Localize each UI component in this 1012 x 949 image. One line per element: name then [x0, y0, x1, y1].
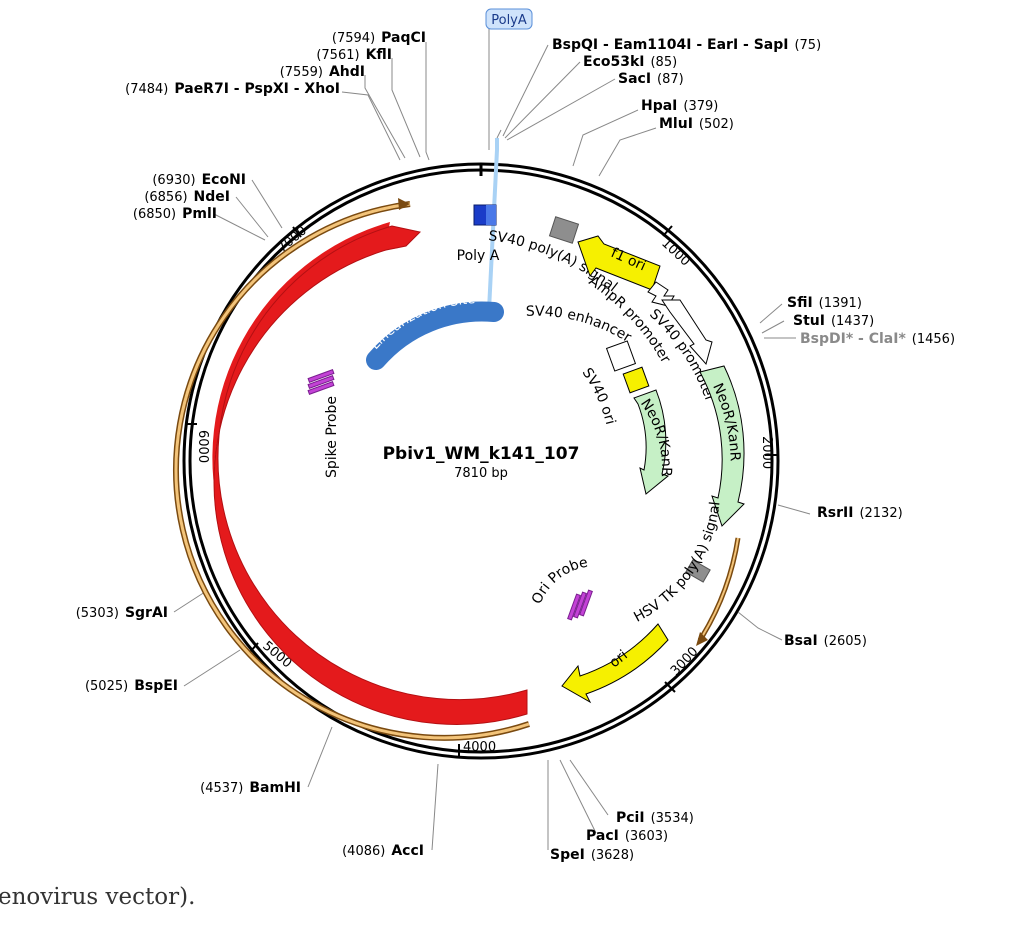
neor-outer-arrow — [699, 365, 745, 527]
neor-inner-arrow — [633, 389, 670, 495]
map-subtitle: 7810 bp — [454, 466, 508, 481]
site-pcii: PciI(3534) — [616, 810, 694, 826]
site-rsrii: RsrII(2132) — [817, 505, 903, 521]
site-spei: SpeI(3628) — [550, 847, 634, 863]
tick-label-6000: 6000 — [195, 430, 210, 463]
site-bamhi: (4537)BamHI — [200, 780, 301, 796]
tick-label-3000: 3000 — [668, 644, 702, 678]
site-kfli: (7561)KflI — [316, 47, 392, 63]
hsv-tk-label: HSV TK poly(A) signal — [631, 501, 723, 626]
site-saci: SacI(87) — [618, 71, 684, 87]
tick-label-2000: 2000 — [759, 436, 774, 469]
spike-probe-icon — [307, 369, 335, 395]
ori-arrow — [561, 623, 669, 704]
poly-a-label: Poly A — [457, 248, 500, 264]
linearization-site: Linearization Site — [366, 292, 504, 370]
sv40-ori-box — [622, 366, 650, 394]
spike-label: Spike (omicron) — [251, 408, 293, 524]
site-leader-lines — [173, 42, 811, 851]
site-paer7i-pspxi-xhoi: (7484)PaeR7I - PspXI - XhoI — [125, 81, 340, 97]
site-pmli: (6850)PmlI — [133, 206, 217, 222]
site-paqci: (7594)PaqCI — [332, 30, 426, 46]
site-sfii: SfiI(1391) — [787, 295, 862, 311]
polya-tag-label: PolyA — [491, 13, 527, 28]
polya-marker: PolyA — [485, 8, 533, 311]
site-bsai: BsaI(2605) — [784, 633, 867, 649]
map-title: Pbiv1_WM_k141_107 — [383, 444, 580, 464]
spike-probe-label: Spike Probe — [324, 396, 340, 478]
f1-ori-arrow — [577, 235, 661, 291]
sv40-polya-box — [548, 216, 580, 244]
ori-probe-icon — [567, 589, 593, 621]
site-ahdi: (7559)AhdI — [280, 64, 365, 80]
hsv-tk-box — [685, 559, 711, 583]
sv40-enhancer-box — [605, 340, 637, 372]
site-econi: (6930)EcoNI — [152, 172, 246, 188]
restriction-sites: (7594)PaqCI (7561)KflI (7559)AhdI (7484)… — [76, 30, 955, 863]
site-ndei: (6856)NdeI — [144, 189, 230, 205]
site-stui: StuI(1437) — [793, 313, 874, 329]
site-bspei: (5025)BspEI — [85, 678, 178, 694]
site-bspqi-eam1104i-eari-sapi: BspQI - Eam1104I - EarI - SapI(75) — [552, 37, 821, 53]
caption-text: enovirus vector). — [0, 884, 196, 910]
backbone-outer — [182, 162, 780, 760]
tick-label-4000: 4000 — [463, 740, 496, 755]
tick-label-1000: 1000 — [658, 236, 692, 270]
amplicon-arcs — [173, 198, 741, 741]
site-paci: PacI(3603) — [586, 828, 668, 844]
site-bspdi-clai: BspDI* - ClaI*(1456) — [800, 331, 955, 347]
site-sgrai: (5303)SgrAI — [76, 605, 168, 621]
sv40-promoter-arrow — [661, 299, 713, 366]
site-hpai: HpaI(379) — [641, 98, 718, 114]
site-mlui: MluI(502) — [659, 116, 734, 132]
tick-marks — [186, 165, 777, 756]
polya-tag — [485, 8, 533, 30]
sv40-ori-label: SV40 ori — [579, 365, 618, 426]
site-acci: (4086)AccI — [342, 843, 424, 859]
site-eco53ki: Eco53kI(85) — [583, 54, 677, 70]
